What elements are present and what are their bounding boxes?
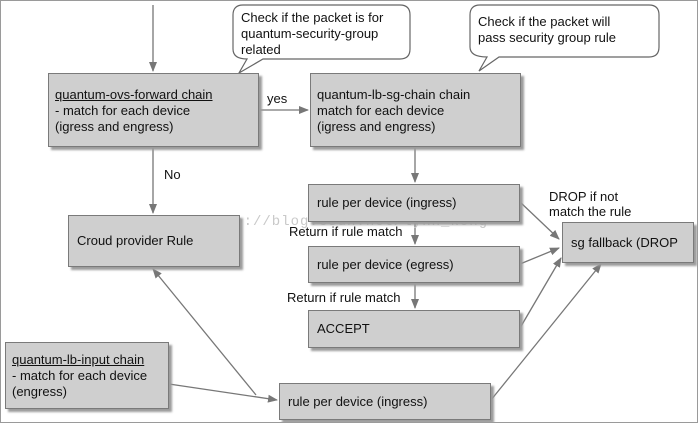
callout-sg-related-line1: Check if the packet is for	[241, 10, 384, 25]
arrow-accept-to-fallback	[519, 257, 562, 329]
rule-egress-box: rule per device (egress)	[308, 246, 520, 283]
edge-label-yes: yes	[267, 91, 288, 106]
sg-fallback-box: sg fallback (DROP	[562, 222, 694, 263]
sg-fallback-label: sg fallback (DROP	[571, 234, 678, 250]
sg-chain-line3: (igress and engress)	[317, 119, 436, 134]
forward-chain-line2: (igress and engress)	[55, 119, 174, 134]
arrow-egress-to-fallback	[519, 247, 560, 265]
callout-sg-related-line3: related	[241, 42, 281, 57]
sg-chain-line1: quantum-lb-sg-chain chain	[317, 87, 471, 102]
callout-sg-related: Check if the packet is for quantum-secur…	[233, 6, 411, 62]
edge-label-return-2: Return if rule match	[287, 290, 401, 305]
rule-ingress-label: rule per device (ingress)	[317, 195, 457, 210]
arrow-input-chain-to-rule	[168, 383, 278, 403]
edge-label-drop-line2: match the rule	[549, 204, 632, 219]
input-chain-title: quantum-lb-input chain	[12, 352, 145, 367]
arrow-input-to-provider	[152, 268, 257, 396]
sg-chain-line2: match for each device	[317, 103, 445, 118]
input-chain-line2: (engress)	[12, 384, 67, 399]
input-chain-box: quantum-lb-input chain - match for each …	[5, 342, 169, 409]
sg-chain-box: quantum-lb-sg-chain chain match for each…	[310, 73, 521, 147]
input-rule-box: rule per device (ingress)	[279, 383, 491, 420]
edge-label-drop-line1: DROP if not	[549, 189, 619, 204]
provider-rule-box: Croud provider Rule	[68, 215, 240, 267]
provider-rule-label: Croud provider Rule	[77, 233, 194, 248]
callout-shape-pass-rule	[469, 4, 660, 72]
callout-sg-related-line2: quantum-security-group	[241, 26, 379, 41]
accept-label: ACCEPT	[317, 321, 370, 336]
input-chain-line1: - match for each device	[12, 368, 148, 383]
forward-chain-line1: - match for each device	[55, 103, 191, 118]
rule-ingress-box: rule per device (ingress)	[308, 184, 520, 222]
callout-shape-sg-related	[232, 4, 411, 75]
callout-pass-rule: Check if the packet will pass security g…	[470, 10, 659, 50]
edge-label-drop: DROP if not match the rule	[549, 189, 631, 219]
arrow-input-rule-to-fallback	[490, 263, 602, 401]
arrow-ingress-to-fallback	[519, 201, 560, 240]
edge-label-no: No	[164, 167, 181, 182]
input-rule-label: rule per device (ingress)	[288, 393, 428, 409]
callout-pass-rule-line1: Check if the packet will	[478, 14, 611, 29]
edge-label-return-1: Return if rule match	[289, 224, 403, 239]
forward-chain-box: quantum-ovs-forward chain - match for ea…	[48, 73, 259, 147]
forward-chain-title: quantum-ovs-forward chain	[55, 87, 213, 102]
accept-box: ACCEPT	[308, 310, 520, 348]
rule-egress-label: rule per device (egress)	[317, 256, 454, 272]
callout-pass-rule-line2: pass security group rule	[478, 30, 617, 45]
